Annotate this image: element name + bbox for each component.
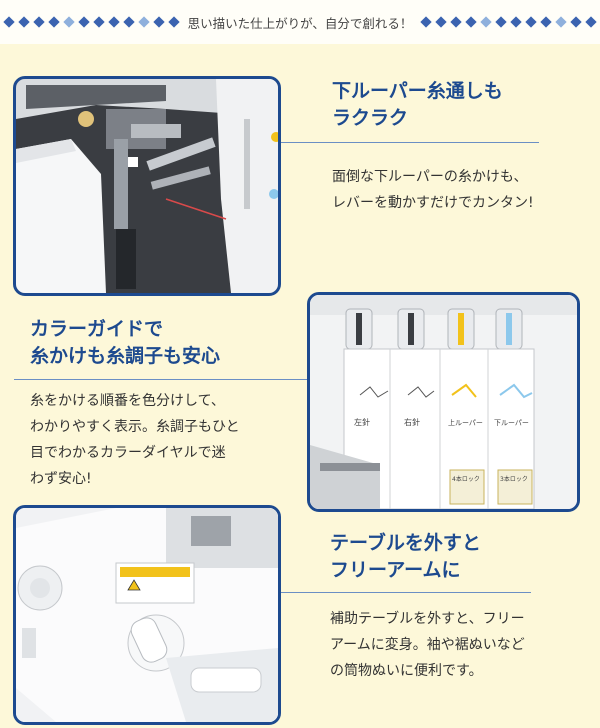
diamond-icon bbox=[585, 16, 598, 28]
looper-threading-photo bbox=[13, 76, 281, 296]
header-diamonds-right bbox=[420, 16, 598, 28]
section2-body-line4: わず安心! bbox=[30, 471, 92, 487]
diamond-icon bbox=[2, 16, 15, 28]
diamond-icon bbox=[77, 16, 90, 28]
section3-body-line3: の筒物ぬいに便利です。 bbox=[330, 663, 483, 679]
diamond-icon bbox=[62, 16, 75, 28]
section3-title-line2: フリーアームに bbox=[330, 559, 461, 581]
diamond-icon bbox=[17, 16, 30, 28]
diamond-icon bbox=[137, 16, 150, 28]
diamond-icon bbox=[480, 16, 493, 28]
color-guide-photo: 左針 右針 上ルーパー 下ルーパー 4本ロック 3本ロック bbox=[307, 292, 580, 512]
thread-dial-lower-looper-icon bbox=[495, 308, 523, 350]
section1-divider bbox=[281, 142, 539, 143]
diamond-icon bbox=[435, 16, 448, 28]
section2-body-line3: 目でわかるカラーダイヤルで迷 bbox=[30, 445, 226, 461]
free-arm-illustration bbox=[16, 508, 278, 722]
section1-title-line1: 下ルーパー糸通しも bbox=[332, 80, 503, 102]
looper-threading-illustration bbox=[16, 79, 278, 293]
section1-body-line2: レバーを動かすだけでカンタン! bbox=[332, 195, 534, 211]
thread-dial-upper-looper-icon bbox=[447, 308, 475, 350]
diamond-icon bbox=[47, 16, 60, 28]
section2-title-line2: 糸かけも糸調子も安心 bbox=[30, 345, 221, 367]
diamond-icon bbox=[92, 16, 105, 28]
section2-title-line1: カラーガイドで bbox=[30, 318, 164, 340]
tag-left-label: 4本ロック bbox=[452, 475, 480, 483]
header-tagline: 思い描いた仕上がりが、自分で創れる！ bbox=[187, 15, 413, 31]
diamond-icon bbox=[450, 16, 463, 28]
diamond-icon bbox=[107, 16, 120, 28]
section3-divider bbox=[281, 592, 531, 593]
section2-divider bbox=[14, 379, 307, 380]
diamond-icon bbox=[122, 16, 135, 28]
section3-title-line1: テーブルを外すと bbox=[330, 532, 481, 554]
free-arm-photo bbox=[13, 505, 281, 725]
diamond-icon bbox=[32, 16, 45, 28]
section1-body-line1: 面倒な下ルーパーの糸かけも、 bbox=[332, 169, 528, 185]
section3-body-line2: アームに変身。袖や裾ぬいなど bbox=[330, 637, 525, 653]
section1-title-line2: ラクラク bbox=[332, 107, 409, 129]
header-band: 思い描いた仕上がりが、自分で創れる！ bbox=[0, 0, 600, 44]
diamond-icon bbox=[555, 16, 568, 28]
diamond-icon bbox=[525, 16, 538, 28]
diamond-icon bbox=[465, 16, 478, 28]
section3-body-line1: 補助テーブルを外すと、フリー bbox=[330, 611, 525, 627]
tag-right-label: 3本ロック bbox=[500, 475, 528, 483]
section2-body-line2: わかりやすく表示。糸調子もひと bbox=[30, 419, 240, 435]
diamond-icon bbox=[167, 16, 180, 28]
header-diamonds-left bbox=[2, 16, 180, 28]
diamond-icon bbox=[570, 16, 583, 28]
diamond-icon bbox=[510, 16, 523, 28]
dial3-label: 上ルーパー bbox=[448, 418, 483, 427]
diamond-icon bbox=[152, 16, 165, 28]
thread-dial-left-needle-icon bbox=[345, 308, 373, 350]
diamond-icon bbox=[540, 16, 553, 28]
color-guide-illustration: 左針 右針 上ルーパー 下ルーパー 4本ロック 3本ロック bbox=[310, 295, 577, 509]
diamond-icon bbox=[420, 16, 433, 28]
dial1-label: 左針 bbox=[354, 417, 370, 427]
section2-body-line1: 糸をかける順番を色分けして、 bbox=[30, 393, 225, 409]
diamond-icon bbox=[495, 16, 508, 28]
dial4-label: 下ルーパー bbox=[494, 419, 529, 427]
dial2-label: 右針 bbox=[404, 417, 420, 427]
thread-dial-right-needle-icon bbox=[397, 308, 425, 350]
